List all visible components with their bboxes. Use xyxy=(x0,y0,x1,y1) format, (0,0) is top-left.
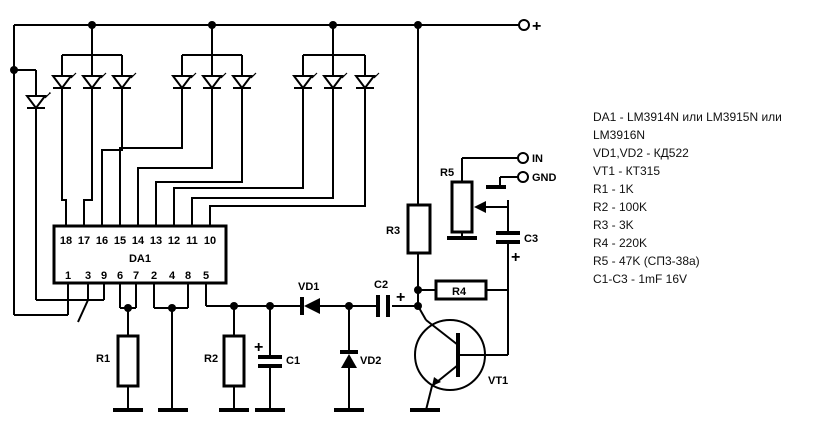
r2-label: R2 xyxy=(204,353,218,365)
pin-label: 4 xyxy=(169,270,176,282)
note-line: R5 - 47K (СП3-38а) xyxy=(593,254,700,268)
capacitor-c1: + C1 xyxy=(254,306,300,412)
c2-plus: + xyxy=(396,289,405,306)
r1-label: R1 xyxy=(96,353,110,365)
component-notes: DA1 - LM3914N или LM3915N или LM3916N VD… xyxy=(593,110,782,286)
resistor-r4: R4 xyxy=(418,279,508,301)
note-line: C1-C3 - 1mF 16V xyxy=(593,272,687,286)
pin-label: 9 xyxy=(101,270,107,282)
pin-label: 8 xyxy=(185,270,191,282)
led-group-3 xyxy=(292,25,376,90)
chip-da1: 18 17 16 15 14 13 12 11 10 DA1 1 3 9 6 7… xyxy=(52,224,228,285)
pin-label: 5 xyxy=(203,270,209,282)
c1-plus: + xyxy=(254,339,263,356)
led-single xyxy=(25,70,89,301)
resistor-r1: R1 xyxy=(96,334,143,412)
gnd-label: GND xyxy=(532,172,557,184)
left-feed-wire xyxy=(10,25,69,316)
r3-label: R3 xyxy=(386,225,400,237)
pin-label: 15 xyxy=(114,235,126,247)
pin-label: 2 xyxy=(151,270,157,282)
led-to-chip-wires xyxy=(61,88,366,228)
vd1-label: VD1 xyxy=(298,281,319,293)
pin-label: 7 xyxy=(133,270,139,282)
pin-label: 6 xyxy=(117,270,123,282)
diode-vd1: VD1 xyxy=(298,281,320,315)
diode-vd2: VD2 xyxy=(334,306,381,412)
note-line: R3 - 3K xyxy=(593,218,634,232)
led-group-1 xyxy=(51,25,133,90)
pin-label: 10 xyxy=(204,235,216,247)
potentiometer-r5: R5 xyxy=(440,157,518,240)
resistor-r3: R3 xyxy=(386,25,432,310)
c3-plus: + xyxy=(511,249,520,266)
r5-label: R5 xyxy=(440,167,454,179)
note-line: DA1 - LM3914N или LM3915N или xyxy=(593,110,782,124)
chip-bottom-wiring xyxy=(77,283,207,412)
input-terminals: IN GND xyxy=(486,152,557,189)
c1-label: C1 xyxy=(286,355,300,367)
note-line: R2 - 100K xyxy=(593,200,647,214)
led-group-2 xyxy=(171,25,253,90)
supply-rail xyxy=(14,21,520,29)
chip-name: DA1 xyxy=(129,253,151,265)
capacitor-c2: C2 + xyxy=(374,279,405,317)
note-line: R4 - 220K xyxy=(593,236,647,250)
pin-label: 13 xyxy=(150,235,162,247)
note-line: VD1,VD2 - КД522 xyxy=(593,146,689,160)
pin-label: 11 xyxy=(186,235,198,247)
vt1-label: VT1 xyxy=(488,375,508,387)
note-line: LM3916N xyxy=(593,128,645,142)
pin-label: 3 xyxy=(85,270,91,282)
pin-label: 12 xyxy=(168,235,180,247)
r4-label: R4 xyxy=(452,286,467,298)
note-line: R1 - 1K xyxy=(593,182,634,196)
resistor-r2: R2 xyxy=(204,306,249,412)
pin-label: 14 xyxy=(132,235,145,247)
pin-label: 18 xyxy=(60,235,72,247)
capacitor-c3: C3 + xyxy=(496,200,538,266)
vd2-label: VD2 xyxy=(360,355,381,367)
supply-plus-label: + xyxy=(532,18,541,35)
pin-label: 1 xyxy=(65,270,71,282)
pin-label: 17 xyxy=(78,235,90,247)
pin-label: 16 xyxy=(96,235,108,247)
transistor-vt1: VT1 xyxy=(410,255,509,412)
supply-terminal: + xyxy=(518,18,541,35)
c2-label: C2 xyxy=(374,279,388,291)
c3-label: C3 xyxy=(524,233,538,245)
in-label: IN xyxy=(532,153,543,165)
note-line: VT1 - КТ315 xyxy=(593,164,660,178)
led-emission-arrows xyxy=(44,72,380,99)
